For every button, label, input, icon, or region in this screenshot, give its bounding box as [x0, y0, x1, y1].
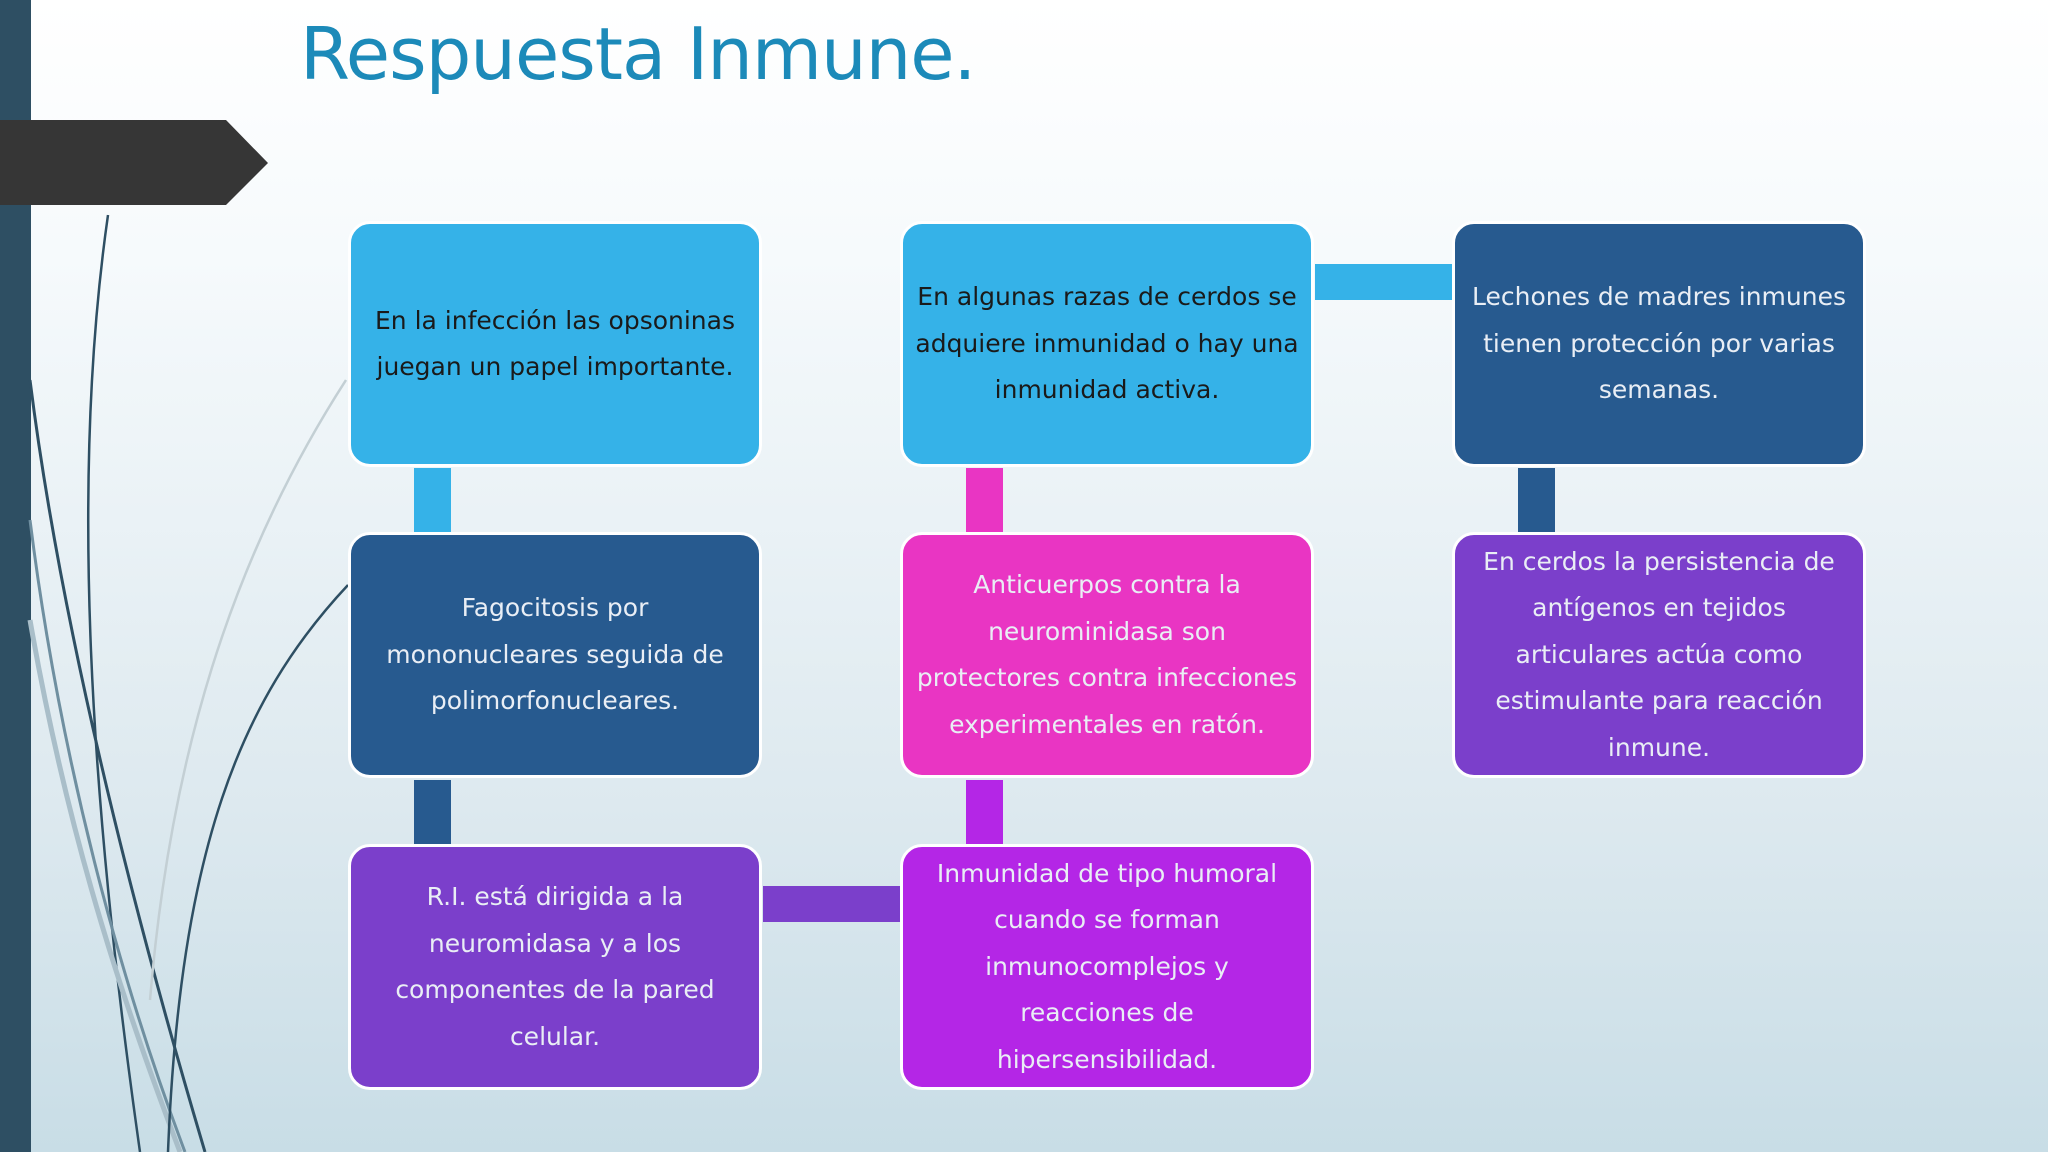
connector-box2-box3 [414, 780, 451, 844]
process-box-3-text: R.I. está dirigida a la neuromidasa y a … [395, 882, 715, 1051]
slide-title: Respuesta Inmune. [300, 12, 976, 96]
decorative-curves [27, 214, 349, 1152]
process-box-7-text: Lechones de madres inmunes tienen protec… [1471, 282, 1846, 405]
process-box-7: Lechones de madres inmunes tienen protec… [1452, 221, 1866, 467]
connector-box7-box8 [1518, 468, 1555, 532]
connector-box1-box2 [414, 468, 451, 532]
process-box-6: En algunas razas de cerdos se adquiere i… [900, 221, 1314, 467]
process-box-1: En la infección las opsoninas juegan un … [348, 221, 762, 467]
connector-box3-box4 [763, 886, 901, 922]
process-box-5-text: Anticuerpos contra la neurominidasa son … [916, 570, 1298, 739]
process-box-4: Inmunidad de tipo humoral cuando se form… [900, 844, 1314, 1090]
process-box-6-text: En algunas razas de cerdos se adquiere i… [915, 282, 1299, 405]
process-box-8-text: En cerdos la persistencia de antígenos e… [1483, 546, 1835, 762]
process-box-3: R.I. está dirigida a la neuromidasa y a … [348, 844, 762, 1090]
process-box-5: Anticuerpos contra la neurominidasa son … [900, 532, 1314, 778]
connector-box4-box5 [966, 780, 1003, 844]
connector-box6-box7 [1315, 264, 1452, 300]
process-box-4-text: Inmunidad de tipo humoral cuando se form… [936, 858, 1278, 1074]
process-box-2-text: Fagocitosis por mononucleares seguida de… [386, 593, 724, 716]
process-box-8: En cerdos la persistencia de antígenos e… [1452, 532, 1866, 778]
process-box-2: Fagocitosis por mononucleares seguida de… [348, 532, 762, 778]
connector-box5-box6 [966, 468, 1003, 532]
process-box-1-text: En la infección las opsoninas juegan un … [375, 305, 735, 382]
arrow-tab-shape [0, 120, 268, 205]
